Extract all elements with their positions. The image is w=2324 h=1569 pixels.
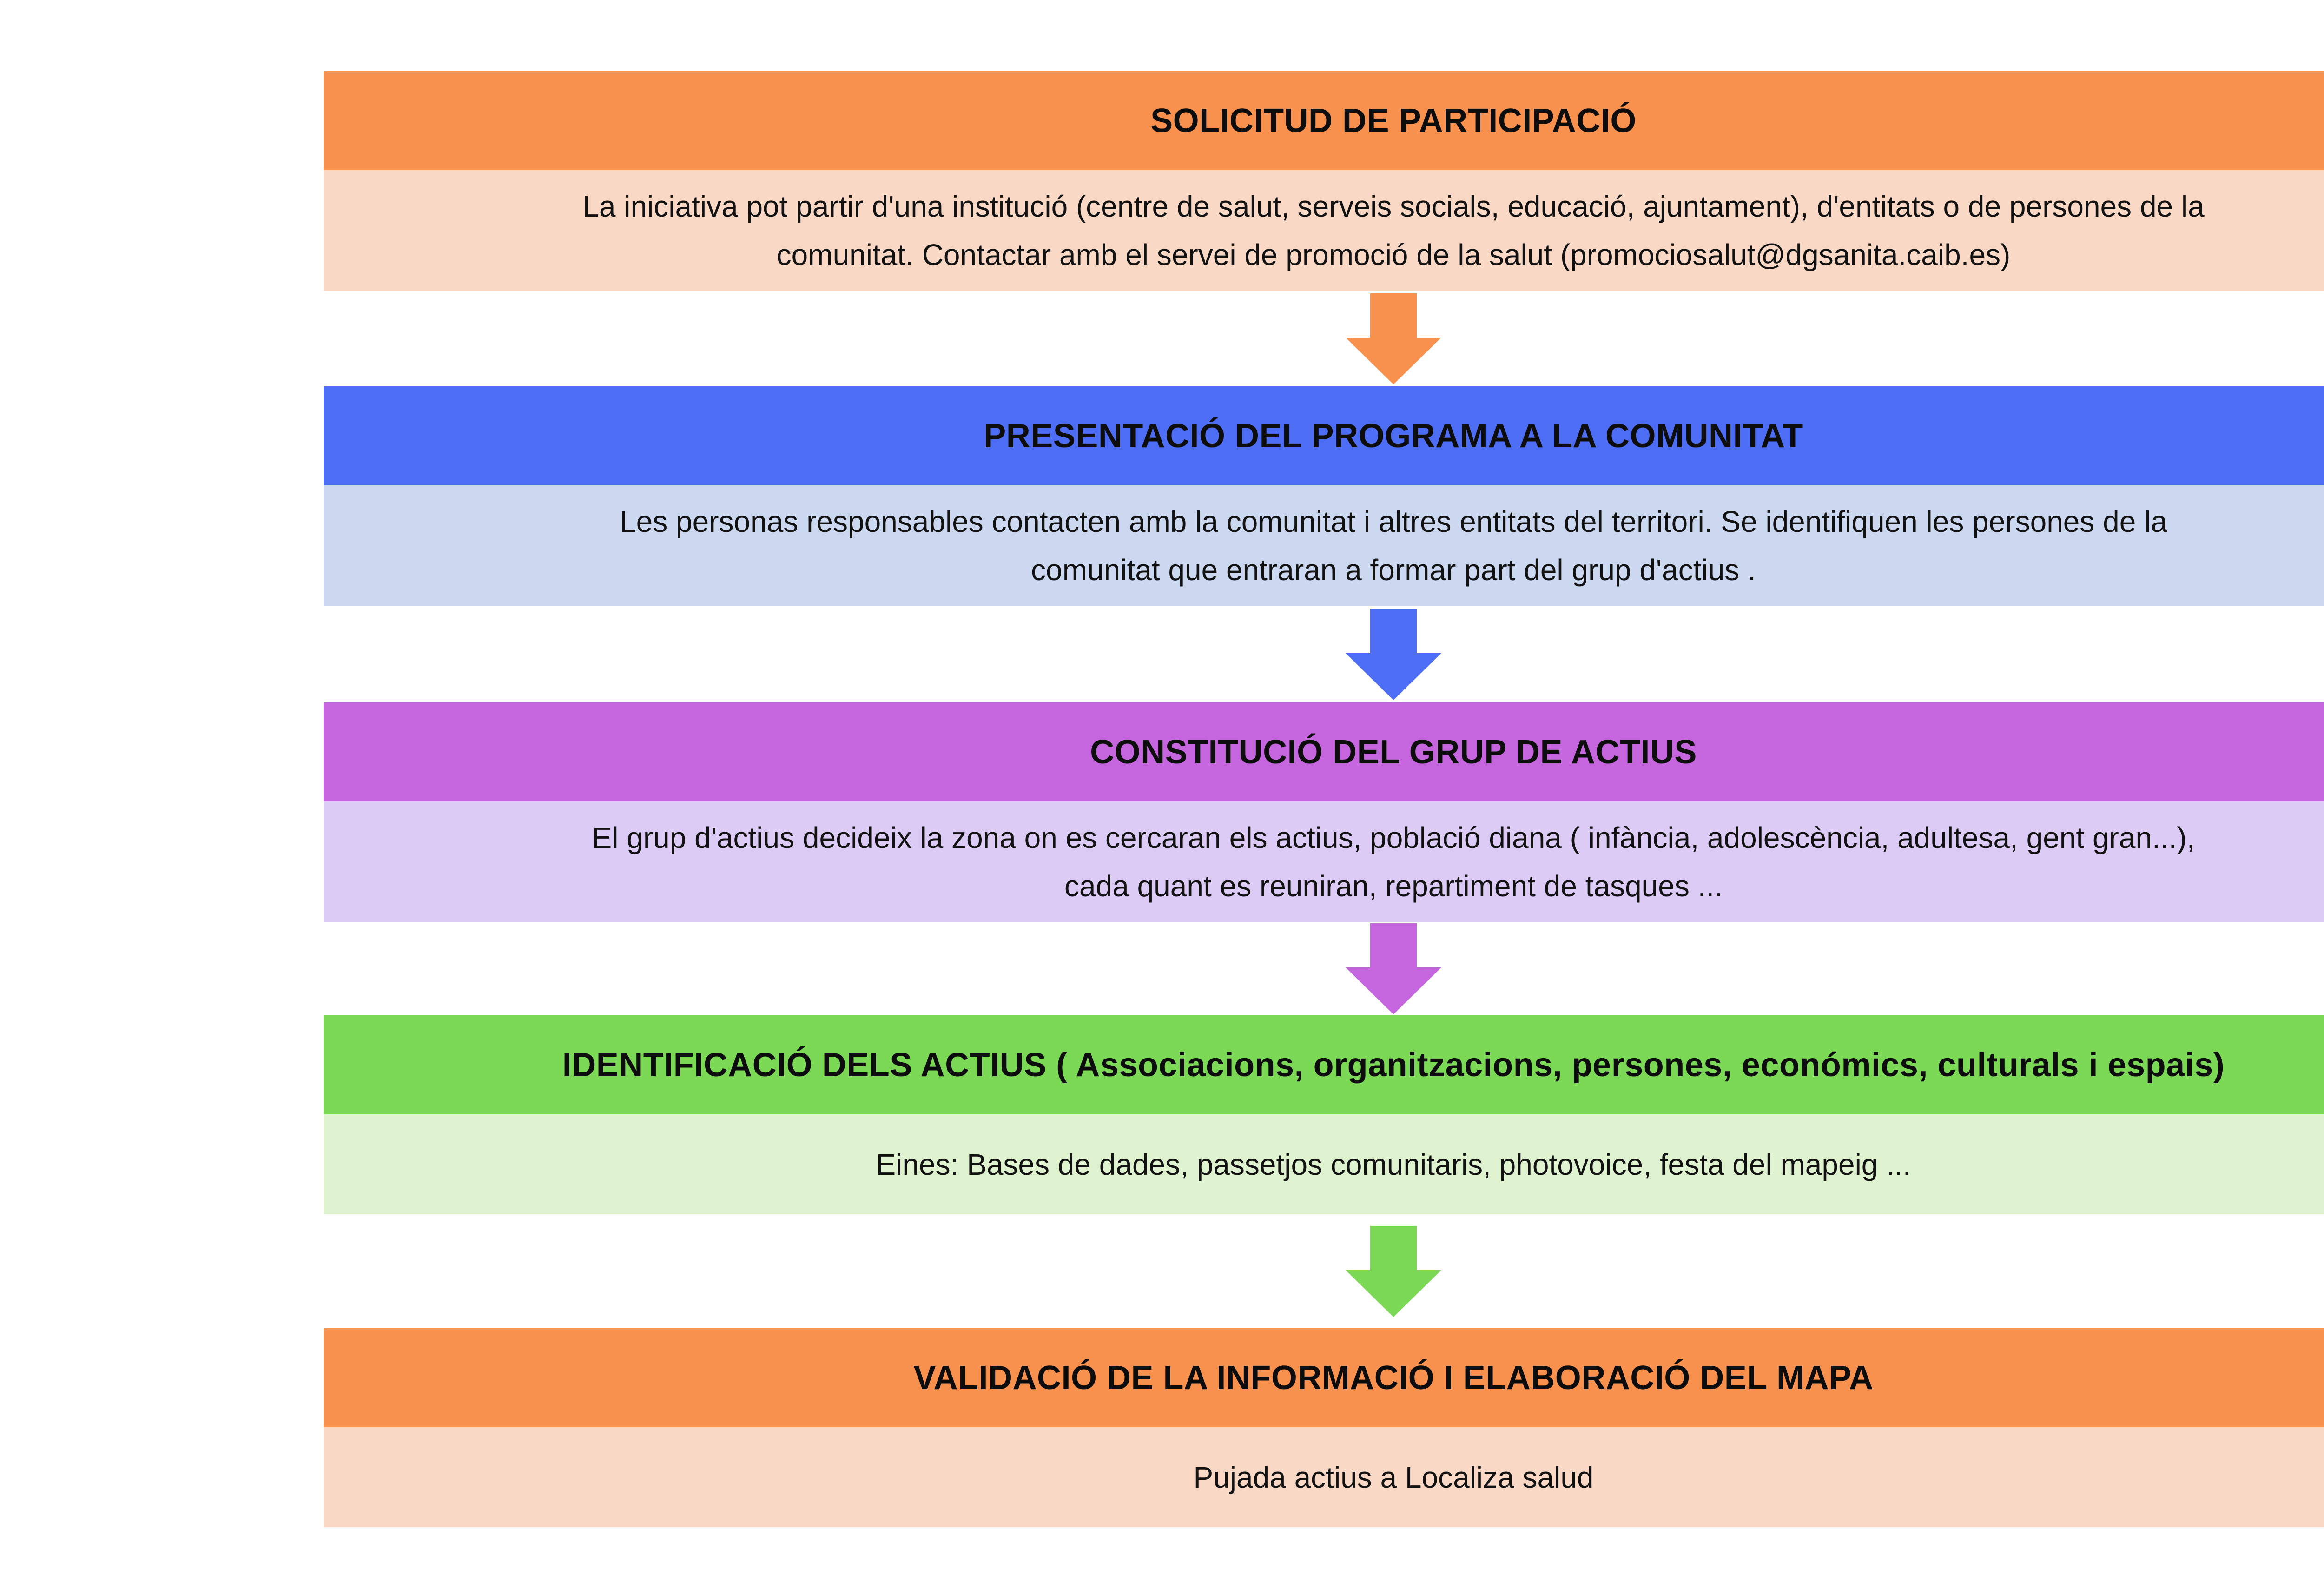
step-3-body-line: cada quant es reuniran, repartiment de t… <box>1064 869 1723 903</box>
step-4-title: IDENTIFICACIÓ DELS ACTIUS ( Associacions… <box>562 1046 2225 1084</box>
step-5-body-line: Pujada actius a Localiza salud <box>1193 1460 1594 1494</box>
arrow-down-icon <box>1346 293 1441 384</box>
arrow-stem <box>1370 923 1417 967</box>
step-2-body: Les personas responsables contacten amb … <box>324 485 2324 606</box>
participation-process-flowchart: SOLICITUD DE PARTICIPACIÓ La iniciativa … <box>324 71 2324 1527</box>
step-2: PRESENTACIÓ DEL PROGRAMA A LA COMUNITAT … <box>324 386 2324 606</box>
connector-3 <box>324 922 2324 1015</box>
step-5-body: Pujada actius a Localiza salud <box>324 1427 2324 1527</box>
step-4: IDENTIFICACIÓ DELS ACTIUS ( Associacions… <box>324 1015 2324 1214</box>
connector-1 <box>324 291 2324 386</box>
step-3-body: El grup d'actius decideix la zona on es … <box>324 801 2324 922</box>
step-4-body: Eines: Bases de dades, passetjos comunit… <box>324 1114 2324 1214</box>
arrow-stem <box>1370 1225 1417 1270</box>
step-1-header: SOLICITUD DE PARTICIPACIÓ <box>324 71 2324 170</box>
step-1-body-line: comunitat. Contactar amb el servei de pr… <box>776 238 2011 271</box>
step-2-body-line: Les personas responsables contacten amb … <box>620 505 2167 538</box>
connector-2 <box>324 606 2324 702</box>
step-5: VALIDACIÓ DE LA INFORMACIÓ I ELABORACIÓ … <box>324 1328 2324 1527</box>
arrow-stem <box>1370 609 1417 653</box>
step-2-body-line: comunitat que entraran a formar part del… <box>1031 553 1756 587</box>
connector-4 <box>324 1214 2324 1328</box>
step-4-header: IDENTIFICACIÓ DELS ACTIUS ( Associacions… <box>324 1015 2324 1114</box>
arrow-head <box>1346 337 1441 384</box>
step-3-header: CONSTITUCIÓ DEL GRUP DE ACTIUS <box>324 702 2324 801</box>
step-2-title: PRESENTACIÓ DEL PROGRAMA A LA COMUNITAT <box>984 417 1803 455</box>
step-1-title: SOLICITUD DE PARTICIPACIÓ <box>1150 102 1637 139</box>
step-1: SOLICITUD DE PARTICIPACIÓ La iniciativa … <box>324 71 2324 291</box>
arrow-head <box>1346 1270 1441 1317</box>
arrow-stem <box>1370 293 1417 338</box>
arrow-down-icon <box>1346 1225 1441 1317</box>
step-3-title: CONSTITUCIÓ DEL GRUP DE ACTIUS <box>1090 733 1697 771</box>
step-5-title: VALIDACIÓ DE LA INFORMACIÓ I ELABORACIÓ … <box>913 1359 1874 1397</box>
step-3-body-line: El grup d'actius decideix la zona on es … <box>592 821 2195 854</box>
step-3: CONSTITUCIÓ DEL GRUP DE ACTIUS El grup d… <box>324 702 2324 922</box>
arrow-down-icon <box>1346 609 1441 700</box>
arrow-down-icon <box>1346 923 1441 1014</box>
step-4-body-line: Eines: Bases de dades, passetjos comunit… <box>876 1147 1911 1181</box>
step-1-body-line: La iniciativa pot partir d'una instituci… <box>582 190 2205 223</box>
arrow-head <box>1346 653 1441 700</box>
step-2-header: PRESENTACIÓ DEL PROGRAMA A LA COMUNITAT <box>324 386 2324 485</box>
arrow-head <box>1346 967 1441 1014</box>
step-5-header: VALIDACIÓ DE LA INFORMACIÓ I ELABORACIÓ … <box>324 1328 2324 1427</box>
step-1-body: La iniciativa pot partir d'una instituci… <box>324 170 2324 291</box>
